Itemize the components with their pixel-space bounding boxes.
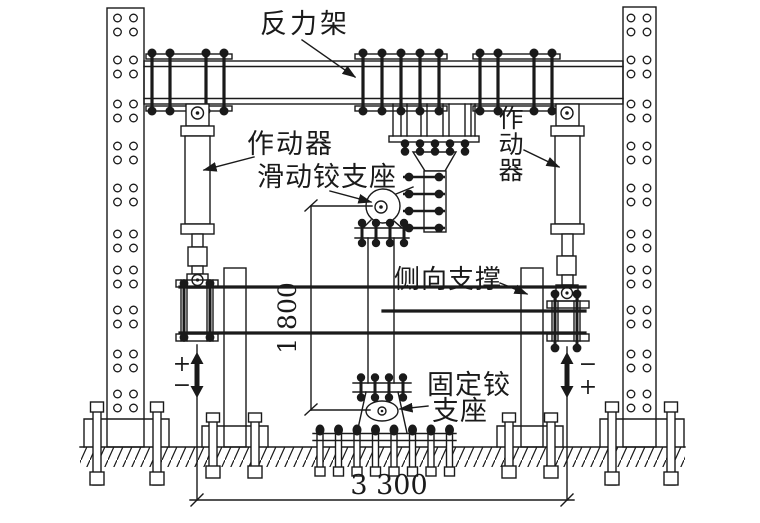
lateral-support-post-left [223,267,247,448]
actuator-right-label-char3: 器 [498,156,523,185]
lateral-post-base-left [201,412,269,479]
actuator-right-label-char2: 动 [498,130,523,159]
actuator-right [550,103,585,302]
left-column-base [83,401,170,486]
right-reaction-column [622,6,657,448]
ground [79,446,686,467]
load-sign-right-lower: + [579,375,597,400]
lateral-support-label: 侧向支撑 [394,265,502,295]
axial-load-bracket [388,103,480,234]
specimen-beam-end-clamp-left [175,277,219,344]
specimen-beam-end-clamp-right [546,288,590,354]
dimension-3300-text: 3 300 [350,470,427,501]
center-anchor-plate [312,423,457,477]
dimension-3300: 3 300 [189,344,575,507]
actuator-right-label-char1: 作 [498,104,523,133]
load-sign-left-lower: − [173,373,191,398]
actuator-left [180,103,215,289]
left-reaction-column [106,7,145,448]
fixed-hinge-label-line1: 固定铰 [427,370,511,401]
actuator-left-label: 作动器 [247,129,334,160]
reaction-frame-label: 反力架 [260,9,350,40]
dimension-1800-text: 1 800 [273,282,302,354]
fixed-hinge-support [352,371,412,434]
load-sign-left-upper: + [173,352,191,377]
dimension-1800: 1 800 [273,199,373,416]
sliding-hinge-label: 滑动铰支座 [257,162,397,193]
labels: 反力架 作动器 滑动铰支座 作 动 器 侧向支撑 固定铰 支座 [202,9,561,427]
specimen-column [367,237,395,384]
load-arrow-right: − + [560,352,597,400]
load-sign-right-upper: − [579,352,597,377]
right-column-base [599,401,685,486]
fixed-hinge-label-line2: 支座 [432,396,488,427]
lateral-support-post-right [520,267,544,448]
load-arrow-left: + − [173,352,204,398]
lateral-post-base-right [496,412,564,479]
sliding-hinge-support [354,186,414,249]
